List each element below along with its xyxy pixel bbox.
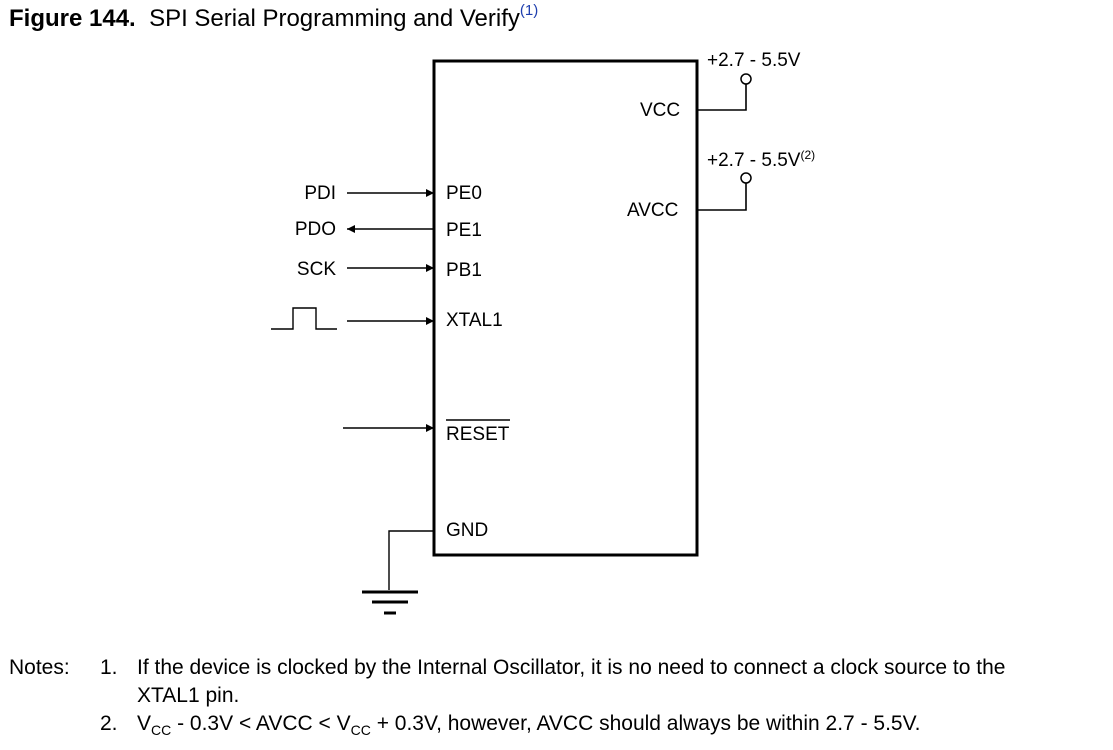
pin-label-avcc: AVCC	[627, 200, 678, 221]
ground-icon	[362, 590, 418, 615]
signal-label-sck: SCK	[297, 259, 336, 280]
note-2: 2.VCC - 0.3V < AVCC < VCC + 0.3V, howeve…	[100, 710, 921, 738]
spi-programming-diagram: VCC AVCC +2.7 - 5.5V +2.7 - 5.5V(2) PE0 …	[271, 50, 815, 615]
vcc-supply-label: +2.7 - 5.5V	[707, 50, 801, 71]
pin-label-gnd: GND	[446, 520, 488, 541]
pin-label-reset: RESET	[446, 424, 510, 445]
pin-label-pb1: PB1	[446, 260, 482, 281]
vcc-supply-voltage: +2.7 - 5.5V	[707, 50, 801, 71]
figure-note-ref: (1)	[519, 2, 539, 19]
note-2-sub1: CC	[151, 722, 172, 738]
note-1-number: 1.	[100, 656, 118, 679]
figure-title: Figure 144. SPI Serial Programming and V…	[9, 2, 538, 39]
avcc-supply-voltage: +2.7 - 5.5V	[707, 150, 801, 171]
pin-label-pe0: PE0	[446, 183, 482, 204]
signal-label-pdi: PDI	[304, 183, 336, 204]
vcc-wire	[697, 84, 747, 111]
vcc-terminal	[740, 73, 752, 85]
notes-label: Notes:	[9, 656, 70, 679]
avcc-wire	[697, 183, 747, 211]
note-1-line1: If the device is clocked by the Internal…	[137, 656, 1006, 679]
avcc-supply-note-ref: (2)	[800, 148, 815, 162]
pin-label-vcc: VCC	[640, 100, 680, 121]
note-2-sub2: CC	[350, 722, 371, 738]
signal-label-pdo: PDO	[295, 219, 336, 240]
avcc-terminal	[740, 172, 752, 184]
chip-body	[432, 59, 699, 557]
note-2-mid: - 0.3V < AVCC < V	[171, 712, 351, 735]
gnd-wire	[388, 530, 434, 590]
note-2-v1: V	[137, 712, 152, 735]
note-1-line2: XTAL1 pin.	[137, 684, 240, 707]
note-2-number: 2.	[100, 712, 118, 735]
clock-pulse-icon	[271, 307, 337, 330]
note-1: 1. If the device is clocked by the Intern…	[100, 654, 1006, 707]
note-2-end: + 0.3V, however, AVCC should always be w…	[370, 712, 921, 735]
pin-label-xtal1: XTAL1	[446, 310, 503, 331]
figure-caption: SPI Serial Programming and Verify	[149, 5, 520, 32]
pin-label-pe1: PE1	[446, 220, 482, 241]
figure-number: Figure 144.	[9, 5, 136, 32]
avcc-supply-label: +2.7 - 5.5V(2)	[707, 148, 815, 171]
